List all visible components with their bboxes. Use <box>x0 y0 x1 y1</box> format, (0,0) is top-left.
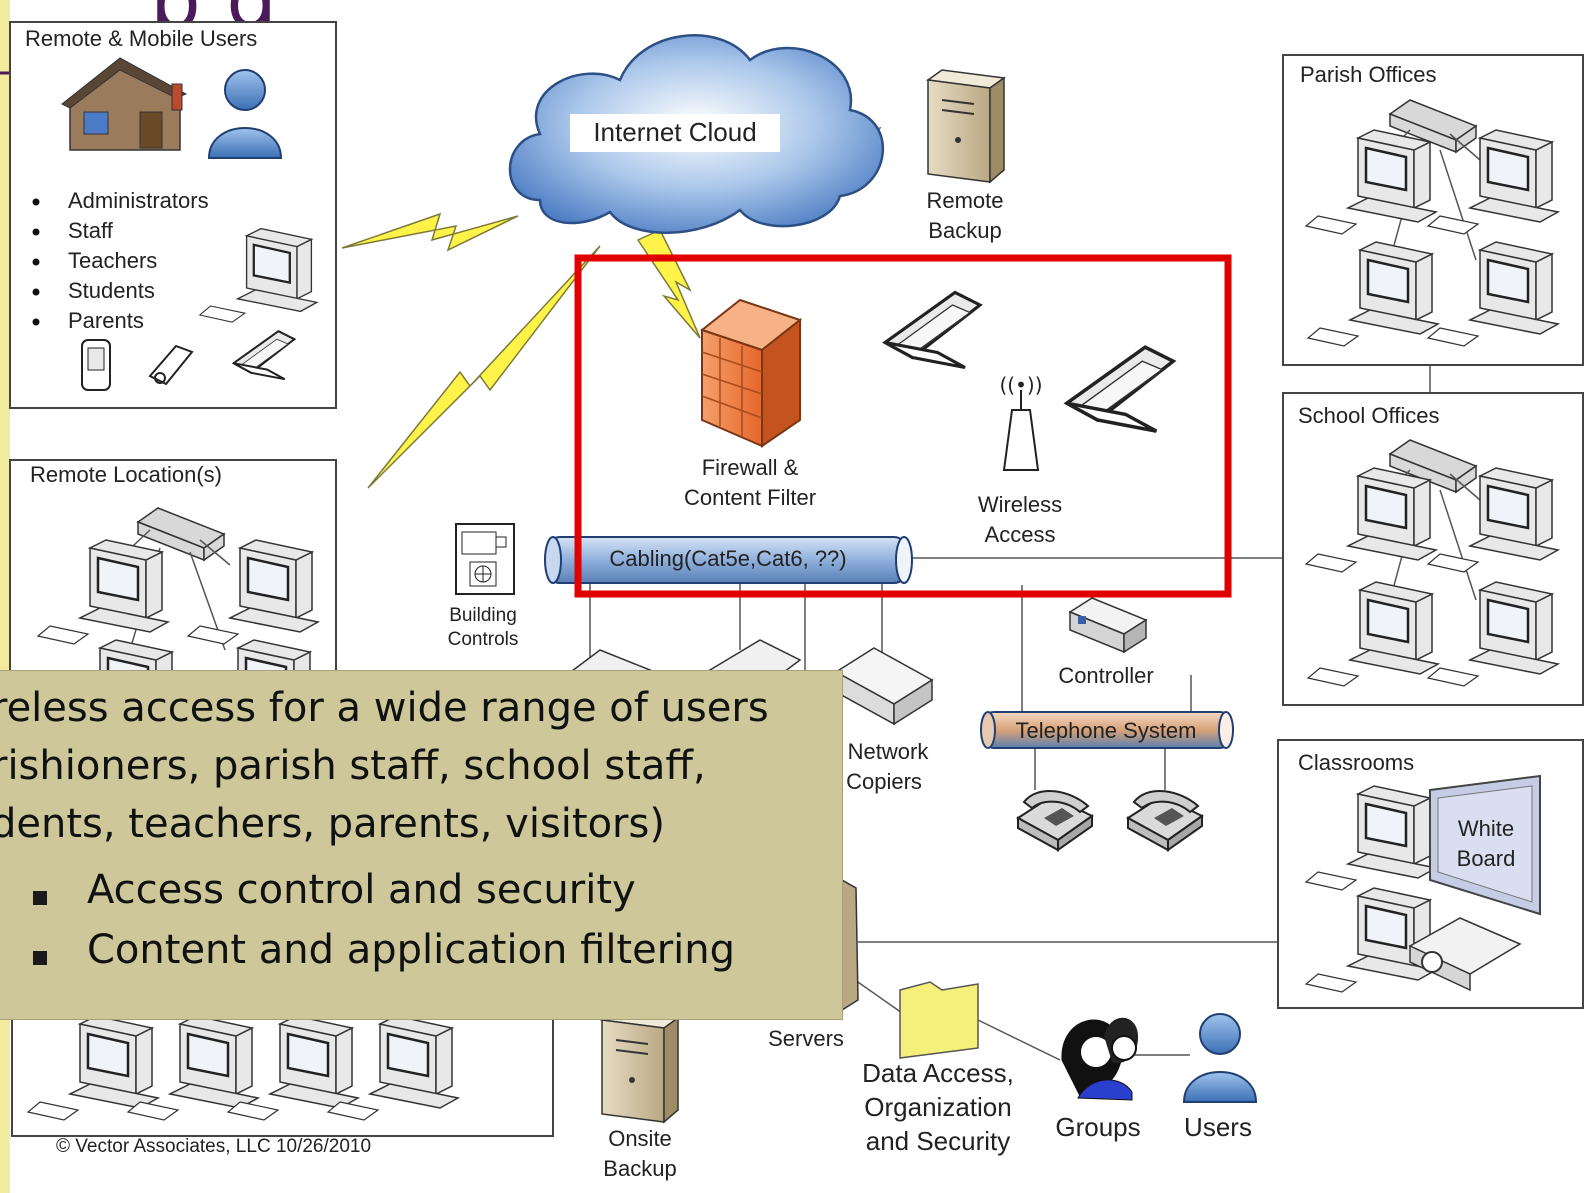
onsite-backup-label: Onsite <box>608 1126 672 1151</box>
wireless-laptop-icon <box>1065 345 1175 433</box>
onsite-backup-label: Backup <box>603 1156 676 1181</box>
remote-users-item: Administrators <box>68 188 209 213</box>
onsite-backup-server-icon <box>601 1009 679 1123</box>
telephone-system: Telephone System <box>980 711 1234 749</box>
lightning-bolt-firewall <box>636 229 701 339</box>
remote-locations-title: Remote Location(s) <box>30 462 222 487</box>
cabling-backbone: Cabling(Cat5e,Cat6, ??) <box>544 536 913 584</box>
firewall-icon <box>699 298 803 448</box>
wireless-highlight-box <box>574 254 1232 598</box>
data-access-label: Organization <box>864 1092 1011 1122</box>
remote-users-item: Students <box>68 278 155 303</box>
network-copiers-label: Copiers <box>846 769 922 794</box>
wireless-access-point-icon: ((•)) <box>999 373 1043 471</box>
lightning-bolt-remote-users <box>341 212 519 252</box>
classrooms-group: Classrooms White Board <box>1277 739 1584 1009</box>
remote-mobile-users-group: Remote & Mobile Users Administrators Sta… <box>9 21 337 409</box>
callout-bullet-marker <box>33 891 47 905</box>
servers-icon <box>841 878 859 1012</box>
remote-users-item: Staff <box>68 218 114 243</box>
groups-label: Groups <box>1055 1112 1140 1142</box>
remote-users-item: Parents <box>68 308 144 333</box>
data-access-label: and Security <box>866 1126 1011 1156</box>
servers-label: Servers <box>768 1026 844 1051</box>
lightning-bolt-remote-location <box>367 245 601 489</box>
parish-offices-group: Parish Offices <box>1282 54 1584 366</box>
firewall-label: Firewall & <box>702 455 799 480</box>
callout-text-line: reless access for a wide range of users <box>0 685 769 731</box>
users-label: Users <box>1184 1112 1252 1142</box>
lower-office-group: © Vector Associates, LLC 10/26/2010 <box>11 999 554 1157</box>
callout-bullet-marker <box>33 951 47 965</box>
house-icon <box>61 57 188 151</box>
network-copier-icon <box>834 647 934 726</box>
controller-icon <box>1068 597 1148 654</box>
firewall-label: Content Filter <box>684 485 816 510</box>
whiteboard-label: Board <box>1457 846 1516 871</box>
network-copiers-label: Network <box>848 739 930 764</box>
building-controls-icon <box>455 523 515 595</box>
school-offices-title: School Offices <box>1298 403 1439 428</box>
cellphone-icon <box>148 344 194 386</box>
cabling-label: Cabling(Cat5e,Cat6, ??) <box>609 546 846 571</box>
data-access-label: Data Access, <box>862 1058 1014 1088</box>
telephone-system-label: Telephone System <box>1016 718 1197 743</box>
callout-text-line: dents, teachers, parents, visitors) <box>0 801 665 847</box>
building-controls-label: Controls <box>448 629 519 650</box>
folder-icon <box>899 981 979 1059</box>
school-offices-group: School Offices <box>1282 392 1584 706</box>
copyright-footer: © Vector Associates, LLC 10/26/2010 <box>56 1136 371 1157</box>
left-accent-strip <box>0 0 10 1193</box>
controller-label: Controller <box>1058 663 1153 688</box>
remote-users-title: Remote & Mobile Users <box>25 26 257 51</box>
internet-cloud: Internet Cloud <box>508 34 885 234</box>
internet-cloud-label: Internet Cloud <box>593 117 756 147</box>
callout-bullet-text: Access control and security <box>87 867 636 913</box>
wireless-access-label: Wireless <box>978 492 1062 517</box>
users-person-icon <box>1183 1013 1257 1103</box>
remote-backup-label: Remote <box>926 188 1003 213</box>
remote-users-list: Administrators Staff Teachers Students P… <box>32 188 209 333</box>
remote-backup-label: Backup <box>928 218 1001 243</box>
telephone-icon <box>1127 789 1203 851</box>
remote-backup-server-icon <box>927 69 1005 183</box>
building-controls-label: Building <box>449 605 517 626</box>
classrooms-title: Classrooms <box>1298 750 1414 775</box>
callout-box: reless access for a wide range of users … <box>0 670 843 1020</box>
wireless-laptop-icon <box>883 290 982 370</box>
groups-icon <box>1061 1017 1139 1101</box>
whiteboard-icon: White Board <box>1429 774 1541 916</box>
pda-icon <box>81 339 111 391</box>
svg-text:((•)): ((•)) <box>999 373 1042 397</box>
telephone-icon <box>1017 789 1093 851</box>
connection-lines <box>70 365 1431 1066</box>
whiteboard-label: White <box>1458 816 1514 841</box>
remote-locations-group: Remote Location(s) <box>9 459 337 746</box>
wireless-access-label: Access <box>985 522 1056 547</box>
callout-bullet-text: Content and application filtering <box>87 927 736 973</box>
callout-text-line: rishioners, parish staff, school staff, <box>0 743 706 789</box>
parish-offices-title: Parish Offices <box>1300 62 1437 87</box>
projector-icon <box>1408 917 1522 992</box>
remote-users-item: Teachers <box>68 248 157 273</box>
